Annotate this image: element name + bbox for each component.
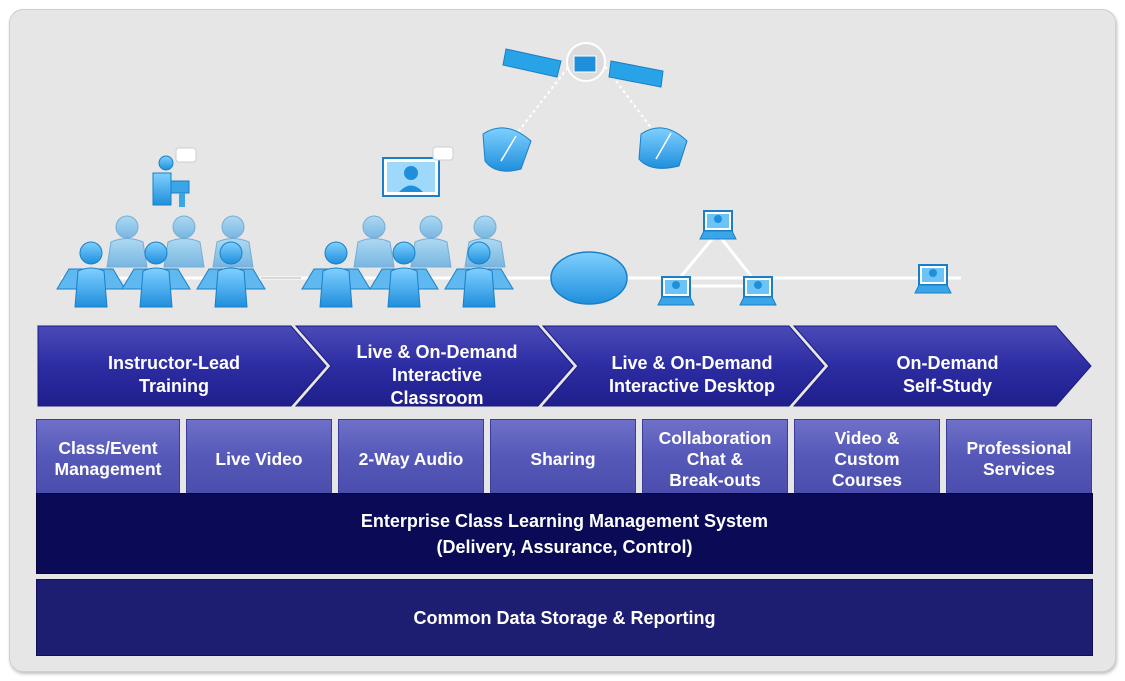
diagram-frame: Instructor-Lead Training Live & On-Deman… <box>9 9 1116 672</box>
video-presenter-icon <box>382 146 454 197</box>
presenter-icon <box>152 147 197 207</box>
chevron-interactive-classroom: Live & On-Demand Interactive Classroom <box>356 341 518 408</box>
feature-live-video: Live Video <box>186 419 332 499</box>
satellite-dish-icon <box>638 127 688 169</box>
chevron-instructor-lead: Instructor-Lead Training <box>107 353 240 396</box>
lms-layer: Enterprise Class Learning Management Sys… <box>36 493 1093 574</box>
feature-collaboration: Collaboration Chat & Break-outs <box>642 419 788 499</box>
classroom-group-icon <box>56 215 266 308</box>
feature-class-event-management: Class/Event Management <box>36 419 180 499</box>
chevron-band <box>37 325 1092 407</box>
feature-two-way-audio: 2-Way Audio <box>338 419 484 499</box>
feature-professional-services: Professional Services <box>946 419 1092 499</box>
storage-layer: Common Data Storage & Reporting <box>36 579 1093 656</box>
classroom-group-icon <box>301 215 514 308</box>
chevron-interactive-desktop: Live & On-Demand Interactive Desktop <box>608 353 776 396</box>
chevron-self-study: On-Demand Self-Study <box>896 353 999 396</box>
desktop-user-icon <box>657 210 952 306</box>
satellite-icon <box>502 42 664 88</box>
feature-video-custom-courses: Video & Custom Courses <box>794 419 940 499</box>
cloud-icon <box>550 251 628 305</box>
feature-sharing: Sharing <box>490 419 636 499</box>
satellite-dish-icon <box>482 127 532 172</box>
illustration-layer <box>37 42 1092 407</box>
